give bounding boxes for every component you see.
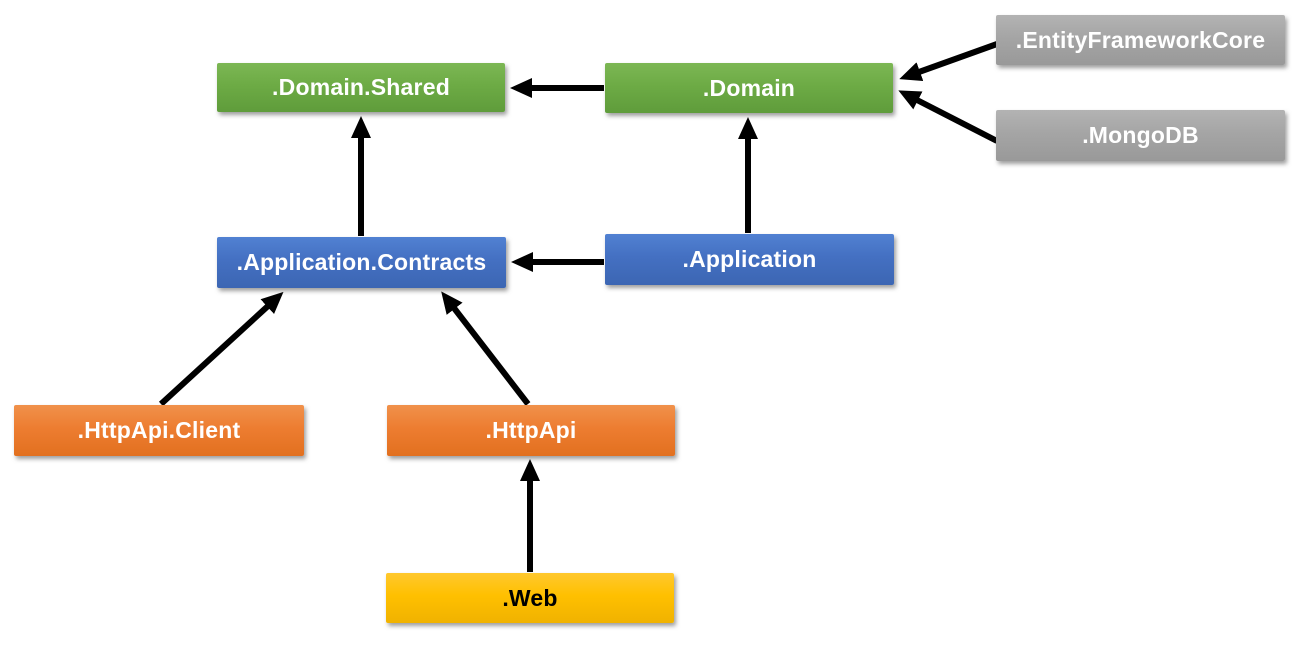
node-domain-label: .Domain <box>702 74 796 101</box>
arrow-httpapi-client-to-application-contracts <box>158 291 284 407</box>
node-application-contracts: .Application.Contracts <box>217 237 506 288</box>
node-web: .Web <box>386 573 674 623</box>
arrow-mongodb-to-domain <box>898 90 999 144</box>
node-domain-shared: .Domain.Shared <box>217 63 505 112</box>
node-mongodb: .MongoDB <box>996 110 1285 161</box>
node-entityframeworkcore-label: .EntityFrameworkCore <box>1015 26 1266 53</box>
node-httpapi-label: .HttpApi <box>485 417 577 443</box>
node-application-label: .Application <box>682 246 817 272</box>
node-domain-shared-label: .Domain.Shared <box>272 74 450 100</box>
node-application-contracts-label: .Application.Contracts <box>236 249 487 275</box>
node-application: .Application <box>605 234 894 285</box>
node-httpapi-client-label: .HttpApi.Client <box>77 417 241 443</box>
arrow-entityframeworkcore-to-domain <box>899 41 999 82</box>
node-domain: .Domain <box>605 63 893 113</box>
arrow-httpapi-to-application-contracts <box>441 291 531 406</box>
node-web-label: .Web <box>502 584 558 611</box>
node-httpapi: .HttpApi <box>387 405 675 456</box>
node-entityframeworkcore: .EntityFrameworkCore <box>996 15 1285 65</box>
node-httpapi-client: .HttpApi.Client <box>14 405 304 456</box>
node-mongodb-label: .MongoDB <box>1082 122 1199 148</box>
